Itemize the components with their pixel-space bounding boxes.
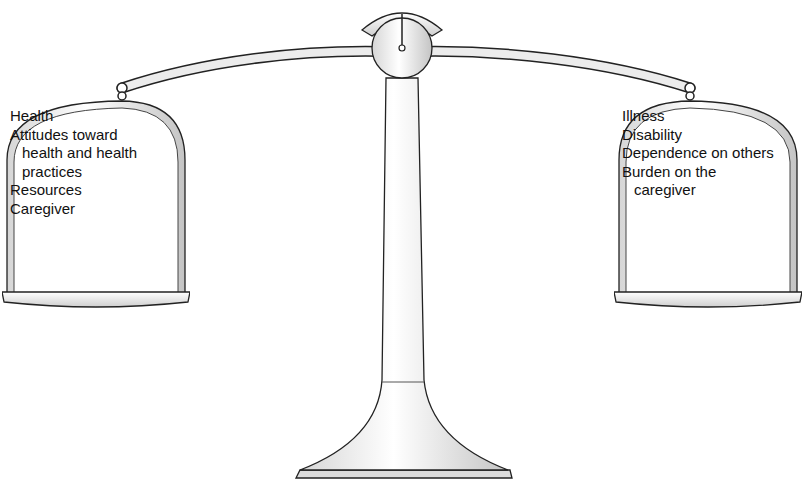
pan-tray	[2, 292, 190, 307]
pan-item: Dependence on others	[622, 144, 774, 163]
pan-tray	[614, 292, 802, 307]
pan-item: Attitudes toward health and health pract…	[10, 126, 162, 182]
scale-pan: IllnessDisabilityDependence on othersBur…	[614, 98, 802, 313]
pillar-ring	[382, 382, 424, 383]
pan-text-list: HealthAttitudes toward health and health…	[10, 107, 162, 218]
pan-item: Caregiver	[10, 200, 162, 219]
pointer	[401, 14, 403, 48]
pan-item: Resources	[10, 181, 162, 200]
scale-pillar	[300, 78, 508, 470]
pan-item: Burden on the caregiver	[622, 163, 774, 200]
pan-dome	[7, 101, 185, 294]
scale-pan: HealthAttitudes toward health and health…	[2, 98, 190, 313]
pan-text-list: IllnessDisabilityDependence on othersBur…	[622, 107, 774, 200]
chain-ring	[686, 92, 694, 100]
scale-base	[296, 470, 512, 478]
pan-item: Illness	[622, 107, 774, 126]
pan-item: Disability	[622, 126, 774, 145]
chain-ring	[118, 92, 126, 100]
pan-dome	[619, 101, 797, 294]
pivot	[399, 45, 405, 51]
pan-item: Health	[10, 107, 162, 126]
